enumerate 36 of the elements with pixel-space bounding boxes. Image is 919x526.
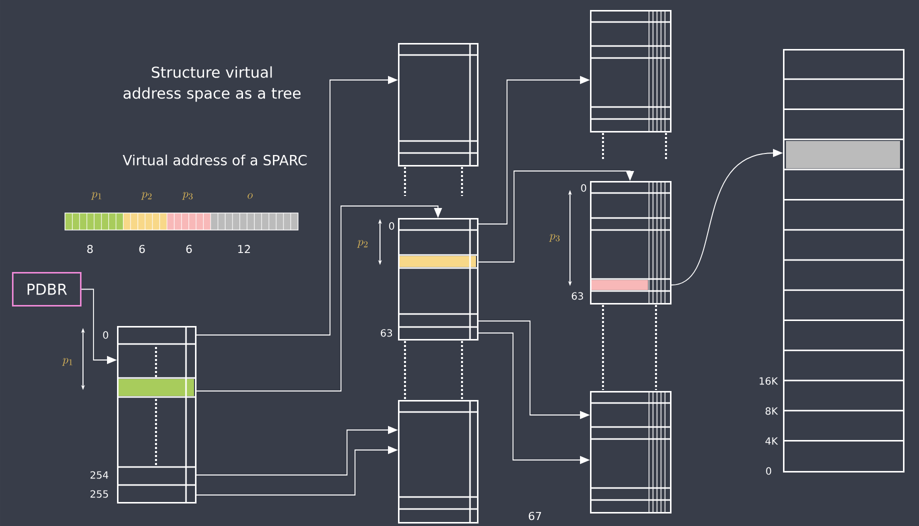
arrow <box>196 206 442 392</box>
title: Structure virtual address space as a tree <box>124 66 301 102</box>
row-index: 0 <box>389 222 394 230</box>
field-label: $p_3$ <box>182 192 193 200</box>
arrow <box>478 170 634 262</box>
row-index: 4K <box>765 437 778 445</box>
bit-count: 6 <box>139 244 145 254</box>
page-table <box>398 400 478 524</box>
row-index: 0 <box>766 467 772 475</box>
heading: Virtual address of a SPARC <box>122 154 307 166</box>
row-index: 63 <box>572 292 584 300</box>
field-label: $o$ <box>248 193 253 199</box>
page-table <box>398 218 478 340</box>
row-index: 255 <box>90 490 108 498</box>
page-table <box>590 10 672 132</box>
page-table <box>117 326 196 504</box>
bit-count: 6 <box>186 244 192 254</box>
page-table <box>590 180 672 304</box>
field-label: $p_1$ <box>62 358 72 366</box>
field-label: $p_2$ <box>357 240 368 248</box>
field-label: $p_3$ <box>549 234 560 242</box>
row-index: 0 <box>103 331 108 339</box>
row-index: 16K <box>760 377 778 385</box>
row-index: 254 <box>90 471 108 479</box>
memory-frames <box>783 49 904 472</box>
bit-count: 12 <box>238 244 250 254</box>
page-table <box>398 43 478 166</box>
page-table <box>590 390 672 514</box>
field-label: $p_1$ <box>91 192 102 200</box>
page-number: 67 <box>528 512 542 520</box>
row-index: 0 <box>581 184 586 192</box>
row-index: 63 <box>380 329 392 337</box>
bit-count: 8 <box>87 244 93 254</box>
register-box: PDBR <box>12 272 82 306</box>
field-label: $p_2$ <box>141 192 152 200</box>
row-index: 8K <box>766 407 778 415</box>
